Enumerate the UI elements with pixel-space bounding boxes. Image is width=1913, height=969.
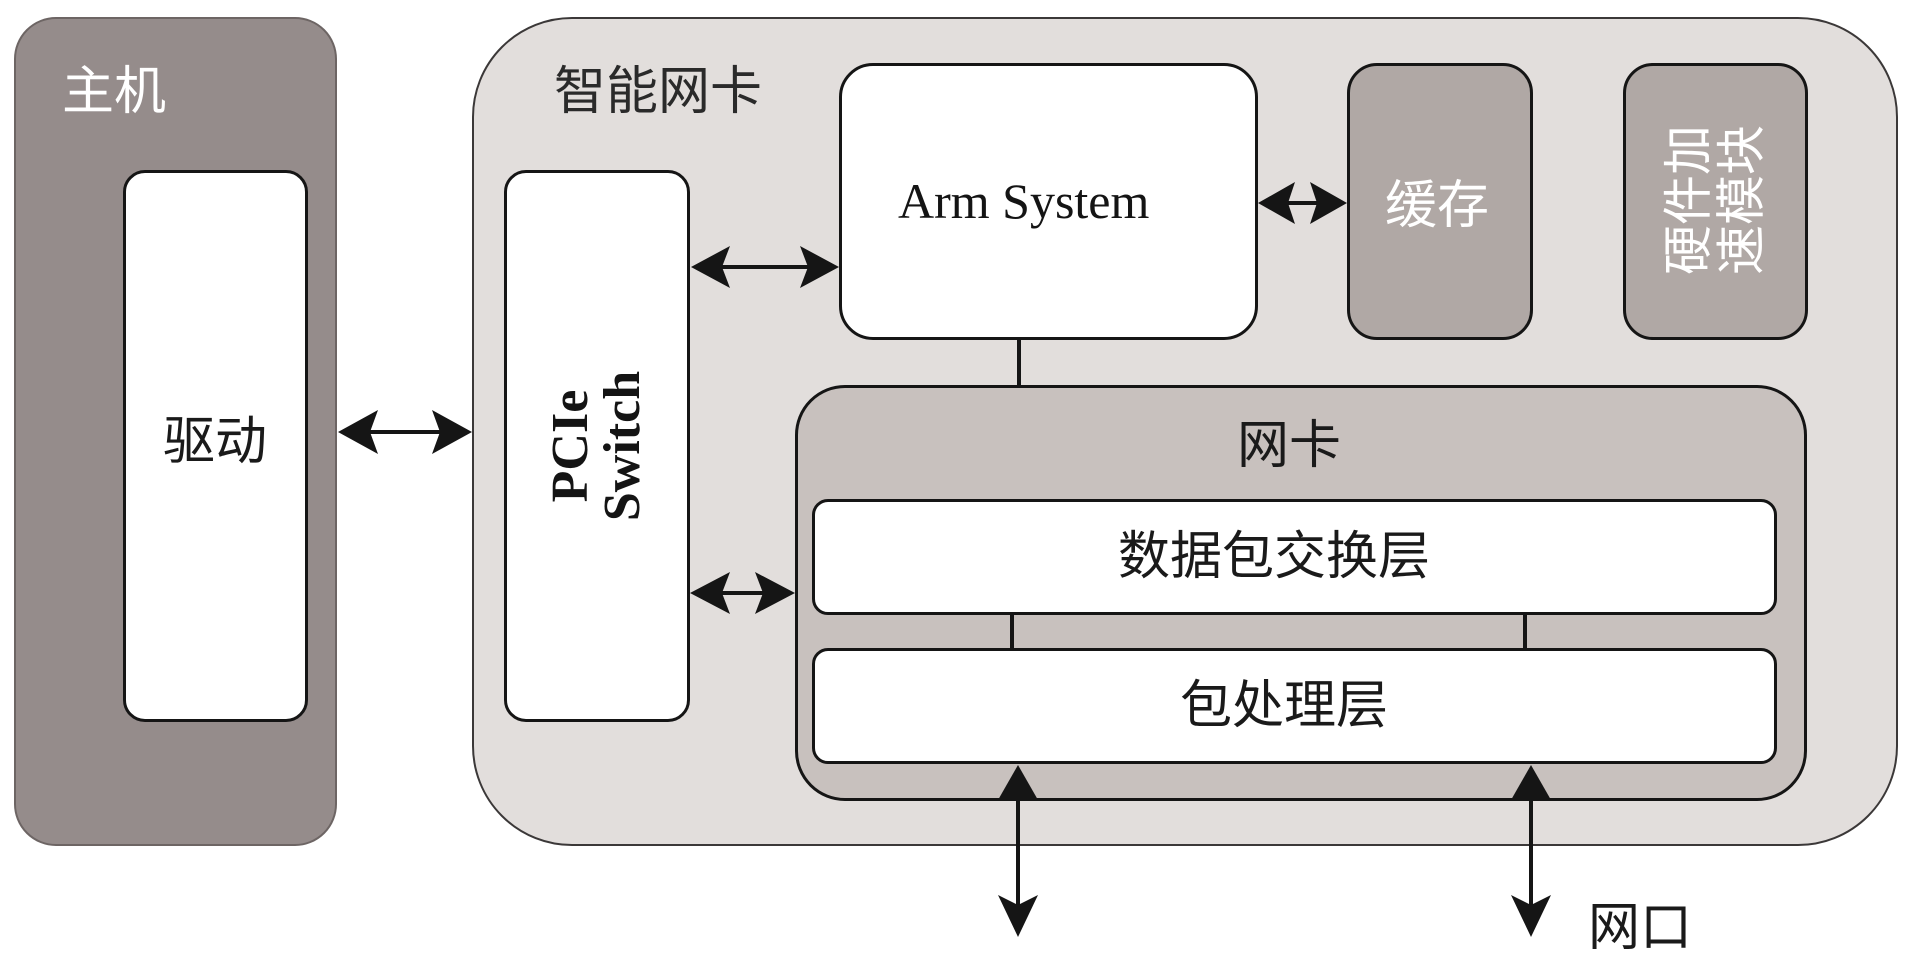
packet-processing-layer-box xyxy=(812,648,1777,764)
host-nic-arrowhead-left xyxy=(338,410,378,454)
pcie-switch-label-line2: Switch xyxy=(594,370,651,522)
packet-switch-layer-box xyxy=(812,499,1777,615)
network-port-label: 网口 xyxy=(1588,898,1693,958)
hardware-accelerator-box xyxy=(1623,63,1808,340)
packet-switch-layer-label: 数据包交换层 xyxy=(1118,527,1431,587)
hardware-accelerator-label: 硬件加 速模块 xyxy=(1659,125,1771,275)
smart-nic-label: 智能网卡 xyxy=(554,62,763,122)
nic-label: 网卡 xyxy=(1237,416,1342,476)
arm-system-box xyxy=(839,63,1258,340)
hardware-accelerator-label-line2: 速模块 xyxy=(1712,125,1770,275)
port-arrowhead-right-down xyxy=(1511,895,1551,937)
host-label: 主机 xyxy=(62,62,167,122)
cache-label: 缓存 xyxy=(1385,176,1490,236)
arm-system-label: Arm System xyxy=(898,173,1150,229)
driver-box xyxy=(123,170,308,722)
packet-processing-layer-label: 包处理层 xyxy=(1180,676,1389,736)
driver-label: 驱动 xyxy=(163,412,268,472)
hardware-accelerator-label-line1: 硬件加 xyxy=(1659,125,1718,275)
pcie-switch-label: PCIe Switch xyxy=(542,370,651,522)
host-nic-arrowhead-right xyxy=(432,410,472,454)
port-arrowhead-left-down xyxy=(998,895,1038,937)
pcie-switch-label-line1: PCIe xyxy=(542,389,599,503)
cache-box xyxy=(1347,63,1533,340)
pcie-switch-box xyxy=(504,170,690,722)
